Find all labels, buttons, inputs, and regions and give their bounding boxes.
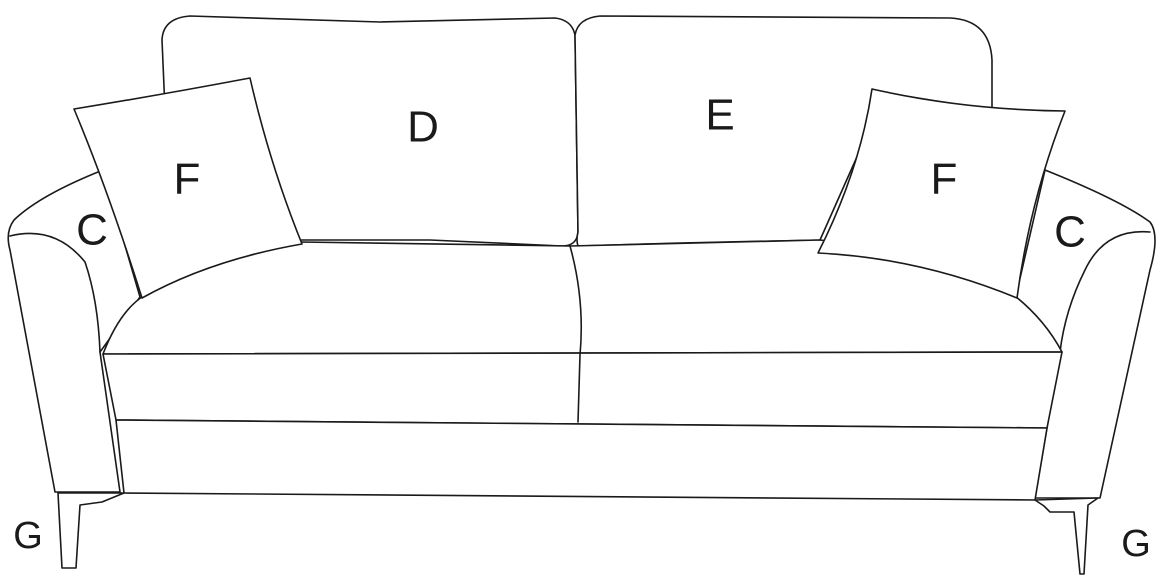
- label-throw-pillow-left: F: [174, 155, 201, 204]
- sofa-base: [116, 420, 1047, 500]
- label-leg-right: G: [1121, 523, 1151, 565]
- label-arm-right: C: [1054, 208, 1086, 257]
- label-leg-left: G: [13, 515, 43, 557]
- label-back-cushion-left: D: [407, 103, 439, 152]
- leg-right: [1035, 498, 1098, 574]
- label-back-cushion-right: E: [705, 91, 734, 140]
- label-arm-left: C: [76, 206, 108, 255]
- leg-left: [58, 493, 124, 568]
- label-throw-pillow-right: F: [931, 155, 958, 204]
- seat-cushion-front: [103, 352, 1062, 428]
